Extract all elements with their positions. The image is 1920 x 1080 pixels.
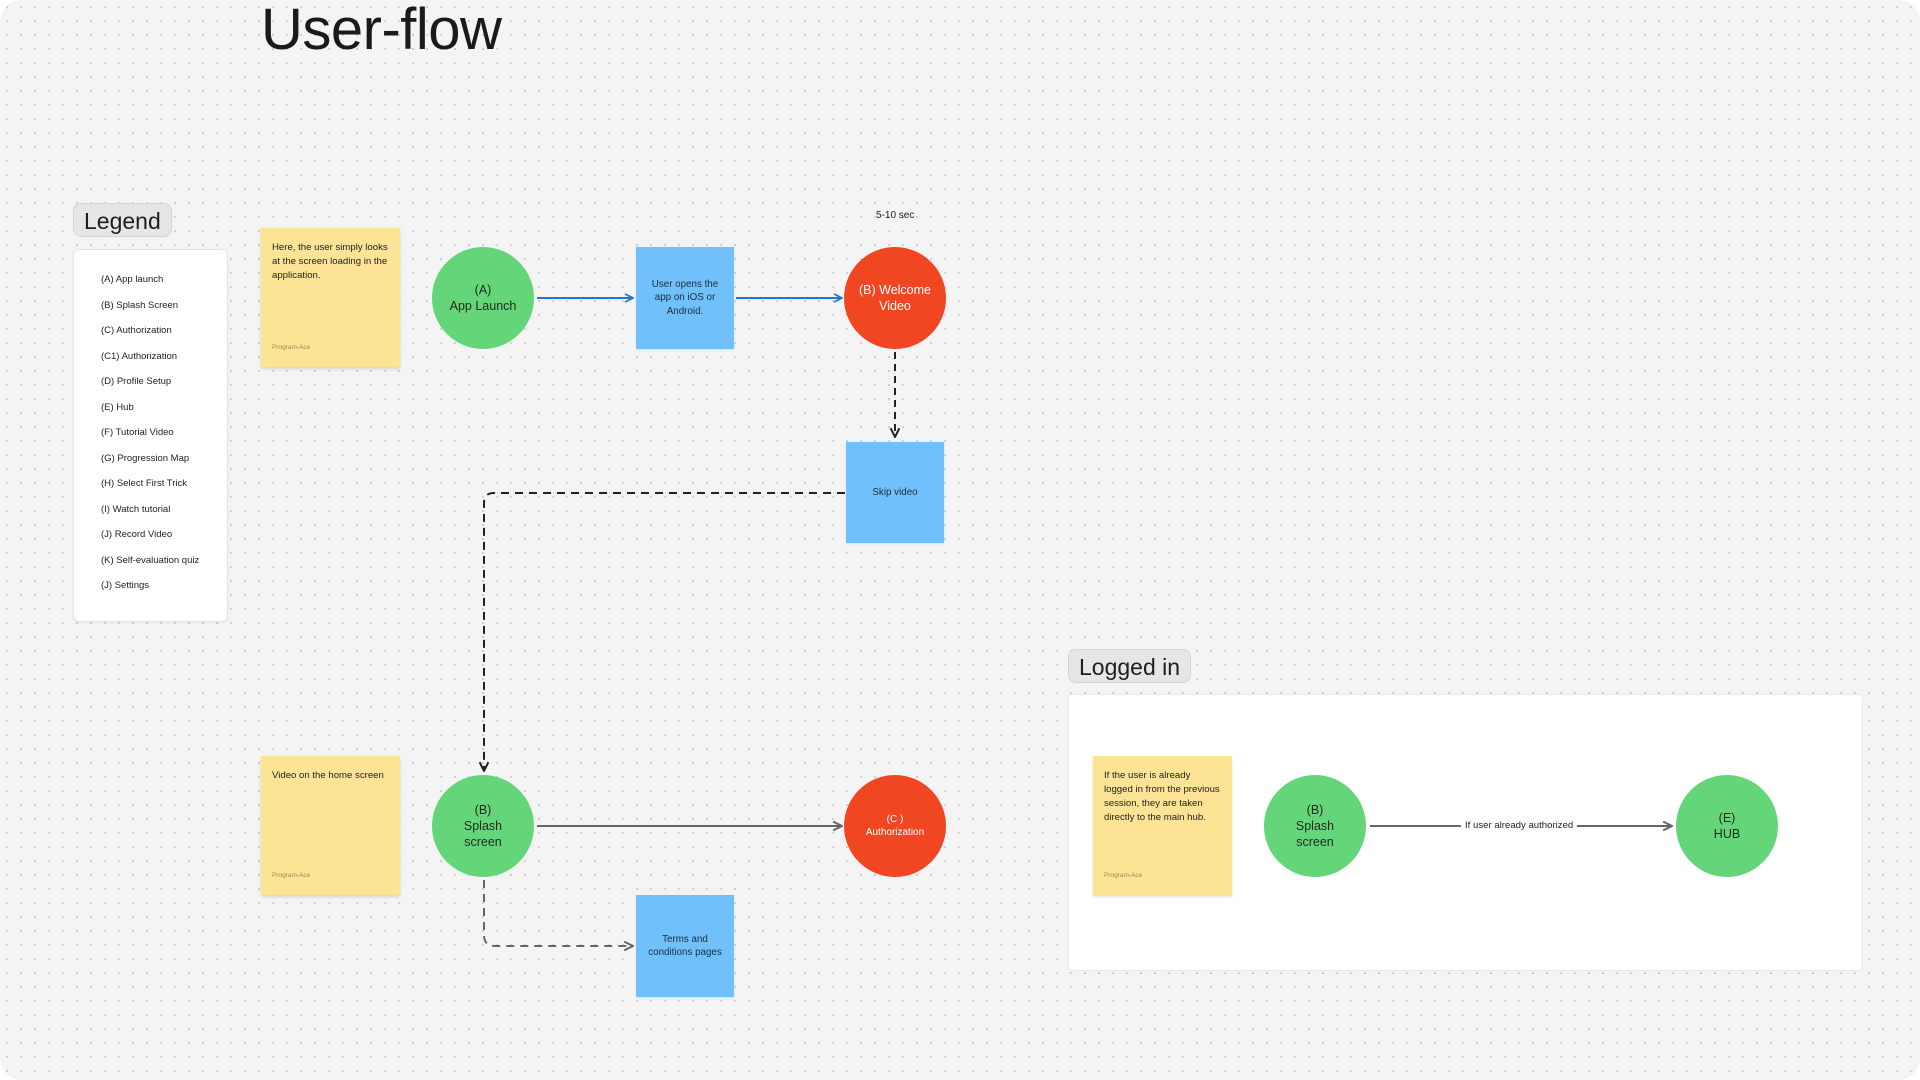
node-hub[interactable]: (E) HUB: [1676, 775, 1778, 877]
legend-item: (D) Profile Setup: [101, 376, 172, 387]
node-label: Authorization: [865, 827, 925, 838]
node-opens-app[interactable]: User opens the app on iOS or Android.: [636, 247, 734, 349]
sticky-note-text: Here, the user simply looks at the scree…: [272, 242, 388, 281]
node-logged-splash-screen[interactable]: (B) Splash screen: [1264, 775, 1366, 877]
node-label: (A): [474, 283, 492, 297]
legend-item: (K) Self-evaluation quiz: [101, 554, 200, 566]
node-skip-video[interactable]: Skip video: [846, 442, 944, 543]
legend-item: (G) Progression Map: [101, 452, 190, 464]
sticky-note-text: Video on the home screen: [272, 770, 384, 781]
page-title: User-flow: [261, 0, 502, 62]
legend-item: (C) Authorization: [101, 325, 172, 336]
node-app-launch[interactable]: (A) App Launch: [432, 247, 534, 349]
node-splash-screen[interactable]: (B) Splash screen: [432, 775, 534, 877]
node-label: HUB: [1713, 827, 1741, 841]
legend-item: (F) Tutorial Video: [101, 427, 174, 438]
legend-item: (C1) Authorization: [101, 350, 178, 362]
node-label: screen: [1296, 835, 1334, 849]
legend-item: (I) Watch tutorial: [101, 503, 171, 515]
sticky-note-app-launch[interactable]: Here, the user simply looks at the scree…: [261, 228, 400, 367]
node-label: Splash: [463, 819, 503, 833]
node-label: screen: [464, 835, 502, 849]
node-label: App Launch: [449, 299, 517, 313]
sticky-note-author: Program-Ace: [272, 872, 311, 879]
sticky-note-text: If the user is already logged in from th…: [1104, 770, 1220, 823]
node-label: (B) Welcome: [858, 283, 931, 297]
node-label: (C ): [886, 814, 904, 825]
node-welcome-video[interactable]: (B) Welcome Video: [844, 247, 946, 349]
legend-item: (E) Hub: [101, 401, 134, 413]
arrow-skip-to-splash: [484, 492, 845, 771]
node-authorization[interactable]: (C ) Authorization: [844, 775, 946, 877]
node-label: (E): [1718, 811, 1736, 825]
sticky-note-author: Program-Ace: [272, 344, 311, 351]
sticky-note-logged-in[interactable]: If the user is already logged in from th…: [1093, 756, 1232, 895]
legend-list: (A) App launch (B) Splash Screen (C) Aut…: [101, 274, 227, 606]
sticky-note-home-video[interactable]: Video on the home screen Program-Ace: [261, 756, 400, 895]
node-label: (B): [1306, 803, 1324, 817]
edge-label-authorized: If user already authorized: [1461, 820, 1578, 832]
node-label: Video: [879, 299, 911, 313]
logged-in-label: Logged in: [1068, 649, 1192, 683]
legend-item: (A) App launch: [101, 274, 164, 285]
sticky-note-author: Program-Ace: [1104, 872, 1143, 879]
legend-label: Legend: [73, 203, 172, 237]
duration-note: 5-10 sec: [876, 210, 915, 221]
legend-item: (H) Select First Trick: [101, 478, 188, 489]
legend-card[interactable]: (A) App launch (B) Splash Screen (C) Aut…: [73, 249, 228, 622]
node-label: User opens the app on iOS or Android.: [651, 278, 719, 317]
node-terms-conditions[interactable]: Terms and conditions pages: [636, 895, 734, 997]
legend-item: (J) Settings: [101, 580, 150, 591]
legend-item: (J) Record Video: [101, 529, 173, 540]
node-label: Terms and conditions pages: [648, 933, 722, 959]
arrow-splash-to-terms: [483, 880, 633, 946]
node-label: Skip video: [872, 486, 918, 498]
node-label: Splash: [1295, 819, 1335, 833]
node-label: (B): [474, 803, 492, 817]
legend-item: (B) Splash Screen: [101, 299, 179, 311]
